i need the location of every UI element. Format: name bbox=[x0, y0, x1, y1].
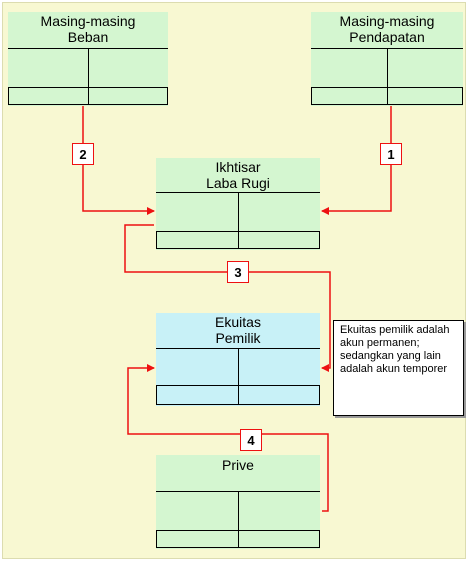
account-pendapatan-t-table bbox=[311, 48, 463, 105]
step-4-label: 4 bbox=[240, 429, 262, 451]
account-ikhtisar-laba-rugi: Ikhtisar Laba Rugi bbox=[156, 158, 320, 250]
account-pendapatan-title-line2: Pendapatan bbox=[349, 29, 425, 45]
account-ikhtisar-t-table bbox=[156, 192, 320, 249]
account-ekuitas-t-table bbox=[156, 348, 320, 405]
account-ikhtisar-title-line1: Ikhtisar bbox=[215, 159, 261, 175]
account-beban-title: Masing-masing Beban bbox=[8, 12, 168, 45]
account-beban-t-table bbox=[8, 48, 168, 105]
account-beban-title-line2: Beban bbox=[67, 29, 109, 45]
account-pendapatan-title-line1: Masing-masing bbox=[339, 13, 435, 29]
arrow-step-3 bbox=[124, 224, 331, 372]
account-pendapatan: Masing-masing Pendapatan bbox=[311, 12, 463, 106]
account-prive-title: Prive bbox=[156, 455, 320, 473]
account-beban: Masing-masing Beban bbox=[8, 12, 168, 106]
account-ekuitas-title: Ekuitas Pemilik bbox=[156, 313, 320, 346]
account-prive-title-line1: Prive bbox=[222, 457, 254, 473]
account-pendapatan-title: Masing-masing Pendapatan bbox=[311, 12, 463, 45]
arrow-step-2 bbox=[82, 106, 155, 215]
account-ikhtisar-title-line2: Laba Rugi bbox=[206, 175, 270, 191]
step-2-label: 2 bbox=[72, 143, 94, 165]
account-ekuitas-title-line2: Pemilik bbox=[215, 330, 261, 346]
permanent-account-note: Ekuitas pemilik adalah akun permanen; se… bbox=[333, 320, 464, 416]
account-ekuitas-pemilik: Ekuitas Pemilik bbox=[156, 313, 320, 406]
account-ikhtisar-title: Ikhtisar Laba Rugi bbox=[156, 158, 320, 191]
account-beban-title-line1: Masing-masing bbox=[40, 13, 136, 29]
permanent-account-note-text: Ekuitas pemilik adalah akun permanen; se… bbox=[340, 324, 450, 375]
step-1-label: 1 bbox=[380, 143, 402, 165]
account-prive: Prive bbox=[156, 455, 320, 549]
arrow-step-1 bbox=[321, 106, 392, 215]
account-prive-t-table bbox=[156, 491, 320, 548]
account-ekuitas-title-line1: Ekuitas bbox=[215, 314, 261, 330]
arrow-step-4 bbox=[127, 364, 329, 512]
step-3-label: 3 bbox=[227, 261, 249, 283]
